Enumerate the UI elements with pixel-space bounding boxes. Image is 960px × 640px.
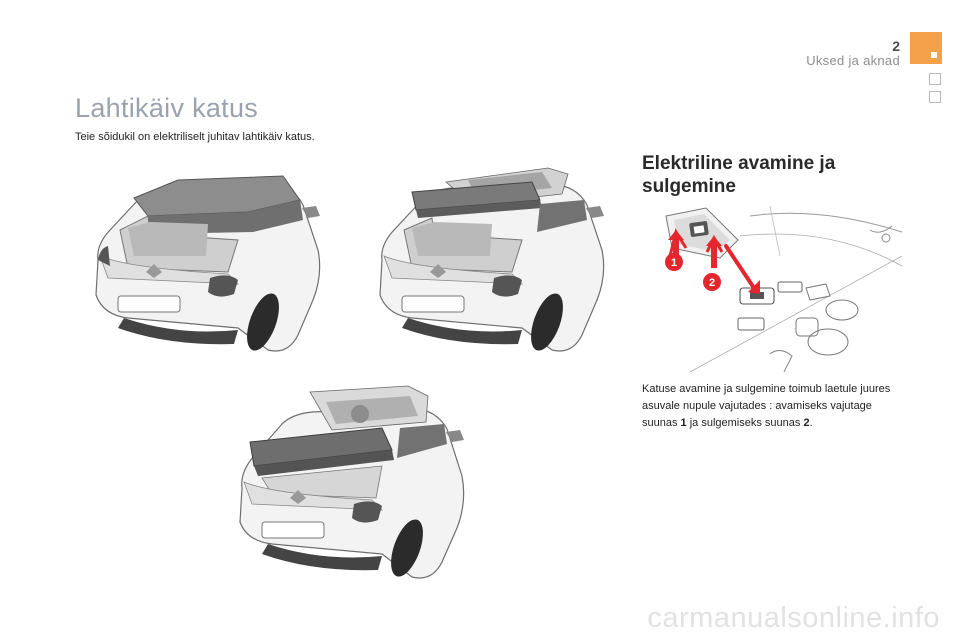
direction-2: 2 <box>803 417 810 429</box>
watermark: carmanualsonline.info <box>0 600 960 640</box>
page-title: Lahtikäiv katus <box>75 93 259 123</box>
roof-switch-illustration: 1 2 <box>665 205 903 373</box>
section-title: Uksed ja aknad <box>806 53 900 68</box>
page-number: 2 <box>892 38 900 54</box>
direction-1: 1 <box>680 417 687 429</box>
tab-dot-icon <box>931 52 937 58</box>
instruction-part: . <box>809 417 813 429</box>
section-tab-active[interactable] <box>910 32 942 64</box>
section-tab[interactable] <box>929 91 941 103</box>
marker-2-icon <box>703 273 721 291</box>
car-roof-open-illustration <box>239 385 465 579</box>
watermark-text: carmanualsonline.info <box>647 602 940 634</box>
section-tab[interactable] <box>929 73 941 85</box>
marker-1-icon <box>665 253 683 271</box>
marker-1-label: 1 <box>671 257 677 269</box>
marker-2-label: 2 <box>709 277 715 289</box>
instruction-text: Katuse avamine ja sulgemine toimub laetu… <box>642 381 902 432</box>
car-roof-closed-illustration <box>95 175 321 352</box>
instruction-part: Katuse avamine ja sulgemine toimub laetu… <box>642 383 891 429</box>
car-roof-half-open-illustration <box>379 167 605 352</box>
intro-text: Teie sõidukil on elektriliselt juhitav l… <box>75 131 315 143</box>
instruction-part: ja sulgemiseks suunas <box>686 417 804 429</box>
section-heading: Elektriline avamine ja sulgemine <box>642 153 836 197</box>
